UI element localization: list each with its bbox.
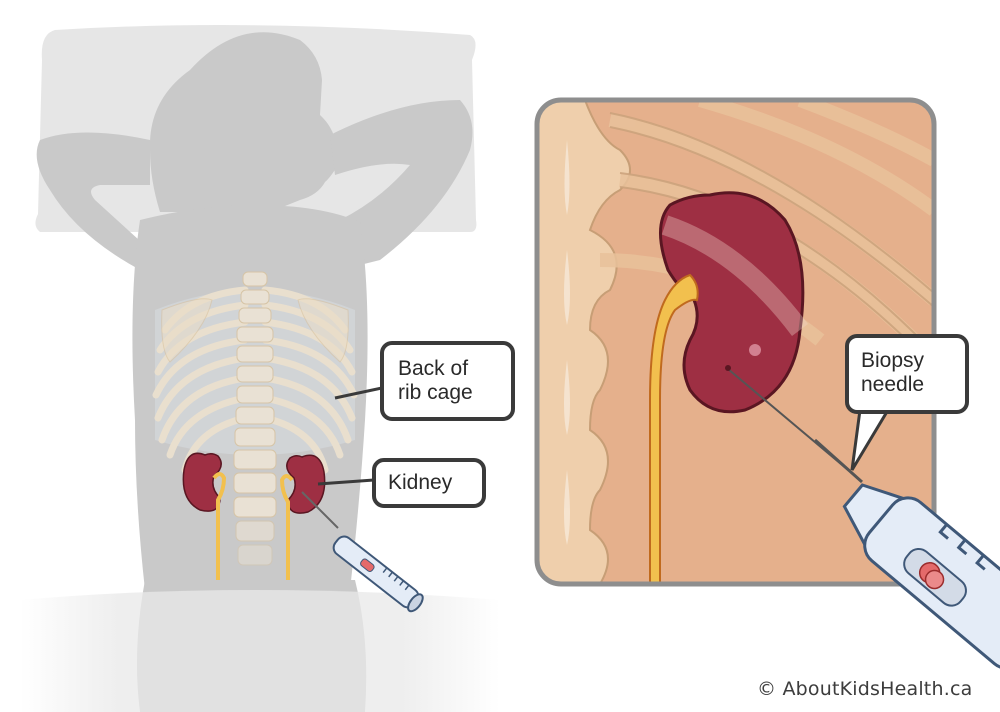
label-back-of-rib-cage: Back of rib cage xyxy=(380,341,515,421)
closeup-ureter xyxy=(649,273,699,584)
label-biopsy-needle: Biopsy needle xyxy=(845,334,969,414)
right-kidney-small xyxy=(279,454,326,580)
label-ribcage-line2: rib cage xyxy=(398,381,473,404)
biopsy-device-large xyxy=(814,438,1000,670)
closeup-kidney xyxy=(658,191,805,414)
label-kidney: Kidney xyxy=(372,458,486,508)
kidney-pointer xyxy=(317,478,375,486)
label-needle-line1: Biopsy xyxy=(861,349,925,372)
ribcage-pointer xyxy=(334,386,383,400)
copyright-notice: © AboutKidsHealth.ca xyxy=(757,678,973,700)
label-ribcage-line1: Back of xyxy=(398,357,469,380)
label-kidney-line1: Kidney xyxy=(388,471,453,494)
biopsy-device-small xyxy=(301,491,424,613)
ribcage xyxy=(152,271,358,566)
left-kidney-small xyxy=(182,452,227,580)
label-needle-line2: needle xyxy=(861,373,925,396)
sheet xyxy=(20,590,500,712)
